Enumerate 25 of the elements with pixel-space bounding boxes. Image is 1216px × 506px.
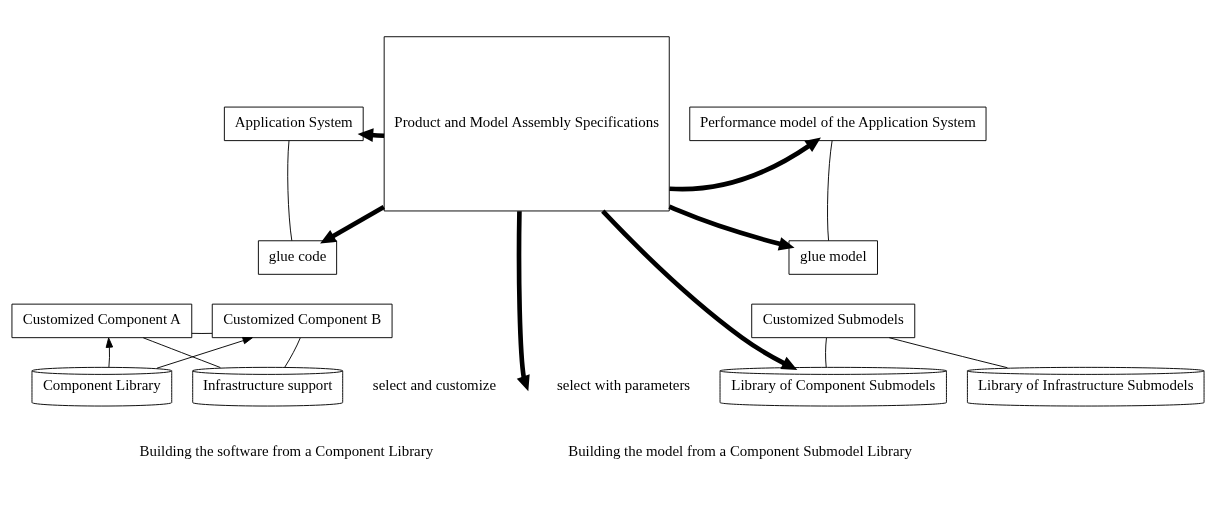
arrow [668, 204, 795, 251]
connector [191, 332, 213, 334]
node-box: Customized Submodels [751, 303, 916, 339]
label: select with parameters [557, 377, 691, 394]
node-box: Performance model of the Application System [689, 106, 987, 142]
node-box: glue code [257, 240, 338, 275]
connector [827, 140, 833, 242]
arrow [669, 137, 821, 192]
node-box: glue model [788, 240, 878, 275]
label: Building the software from a Component Library [139, 443, 434, 460]
node-box: Customized Component A [11, 303, 193, 339]
node-box: Product and Model Assembly Specifications [383, 36, 670, 212]
arrow [601, 209, 798, 370]
connector [825, 337, 827, 368]
arrow [320, 204, 385, 244]
connector [284, 337, 301, 368]
connector [287, 140, 293, 242]
connector [888, 337, 1008, 369]
arrow [105, 337, 114, 368]
arrow [156, 337, 253, 369]
label: select and customize [372, 377, 497, 394]
node-box: Customized Component B [211, 303, 393, 339]
connector [142, 337, 221, 368]
label: Building the model from a Component Submodel Library [568, 443, 912, 460]
node-box: Application System [223, 106, 364, 142]
